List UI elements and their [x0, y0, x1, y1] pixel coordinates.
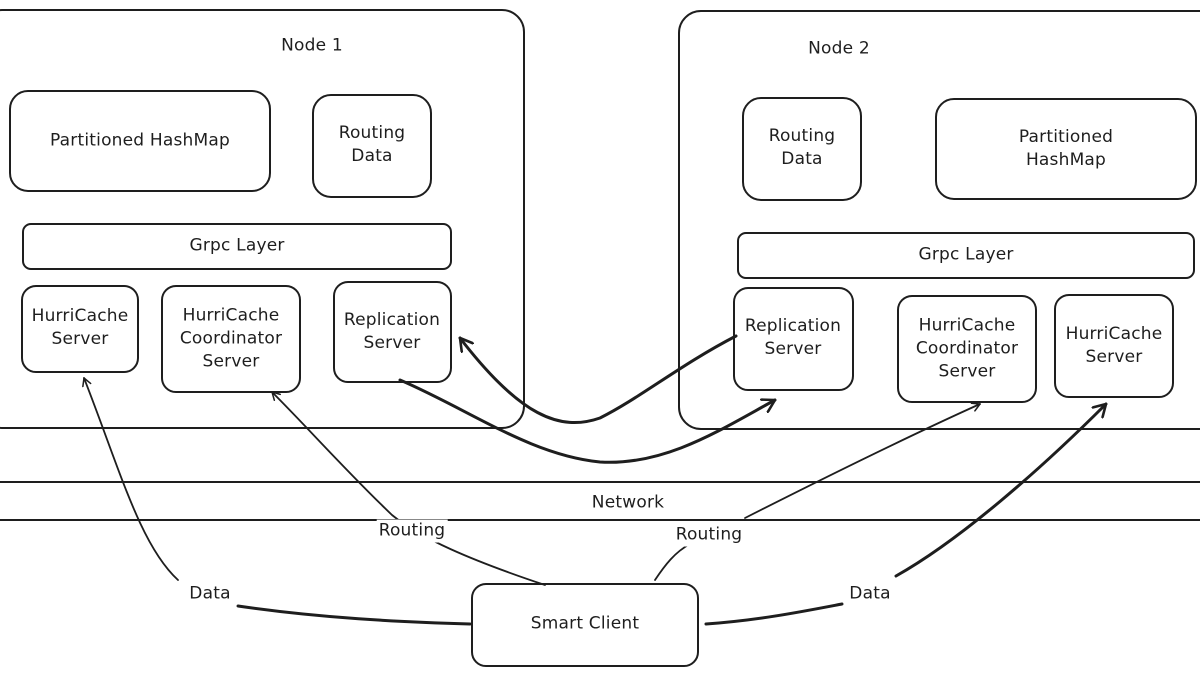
routing-arrow-to-node1-coordinator [271, 391, 546, 586]
data-label-right: Data [847, 582, 893, 606]
node1-grpc-box [22, 223, 452, 270]
node2-hurricache-server-box [1054, 294, 1174, 398]
node2-grpc-label: Grpc Layer [918, 244, 1014, 265]
node1-replication-server-box [333, 281, 452, 383]
network-label: Network [591, 492, 665, 513]
data-arrow-to-node2-server [894, 402, 1108, 578]
node2-title: Node 2 [808, 38, 870, 59]
node2-hurricache-server-label: HurriCache Server [1065, 324, 1163, 367]
node2-hashmap-box [935, 98, 1197, 200]
data-arrow-to-node1-server [82, 377, 179, 581]
node1-coordinator-server-label: HurriCache Coordinator Server [179, 305, 283, 372]
node1-routing-data-box [312, 94, 432, 198]
node1-hashmap-box [9, 90, 271, 192]
node1-grpc-label: Grpc Layer [189, 235, 285, 256]
node2-grpc-box [737, 232, 1195, 279]
data-connector-right-client [704, 602, 844, 626]
routing-label-right: Routing [673, 523, 745, 547]
node2-replication-server-label: Replication Server [744, 316, 842, 359]
node2-routing-data-box [742, 97, 862, 201]
node1-hashmap-label: Partitioned HashMap [49, 130, 231, 151]
node1-routing-data-label: Routing Data [338, 123, 406, 166]
routing-label-left: Routing [376, 519, 448, 543]
smart-client-box [471, 583, 699, 667]
node1-hurricache-server-label: HurriCache Server [31, 306, 129, 349]
node1-hurricache-server-box [21, 285, 139, 373]
replication-arrow-node1-to-node2 [398, 378, 777, 464]
node2-coordinator-server-label: HurriCache Coordinator Server [915, 315, 1019, 382]
node2-coordinator-server-box [897, 295, 1037, 403]
data-connector-left-client [236, 604, 472, 626]
node1-replication-server-label: Replication Server [343, 310, 441, 353]
node2-routing-data-label: Routing Data [768, 126, 836, 169]
node2-hashmap-label: Partitioned HashMap [1018, 127, 1114, 170]
node1-title: Node 1 [281, 35, 343, 56]
node2-replication-server-box [733, 287, 854, 391]
smart-client-label: Smart Client [530, 613, 640, 634]
node1-coordinator-server-box [161, 285, 301, 393]
replication-arrow-node2-to-node1 [458, 334, 738, 425]
data-label-left: Data [187, 582, 233, 606]
